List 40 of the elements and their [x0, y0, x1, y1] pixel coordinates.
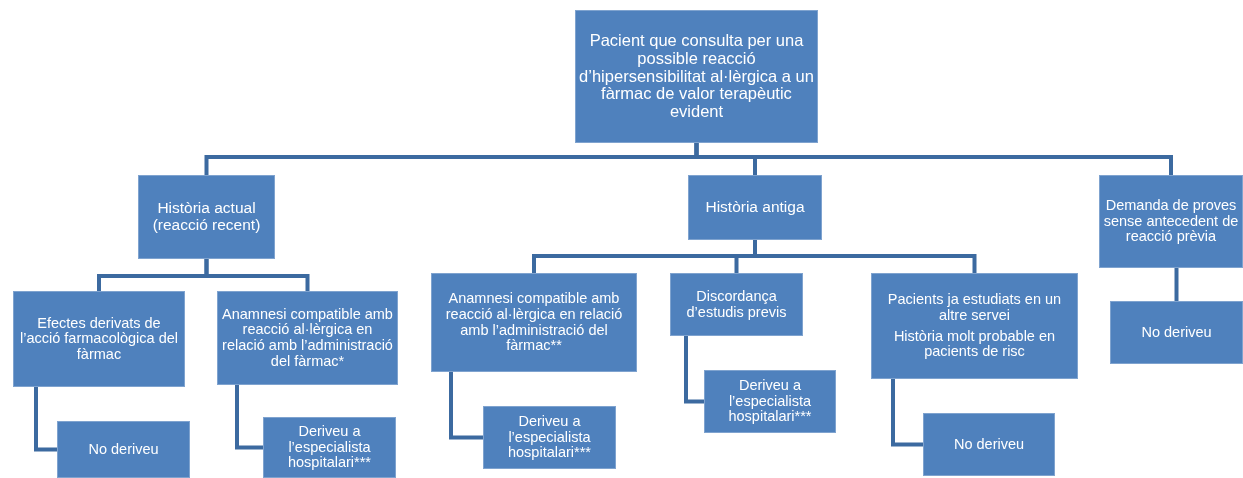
- box-text: Anamnesi compatible amb reacció al·lèrgica en relació amb l’administració del fàrmac*: [221, 306, 394, 370]
- box-text: Història actual (reacció recent): [151, 200, 262, 234]
- box-text: Història molt probable en pacients de risc: [892, 328, 1057, 360]
- connector-line: [235, 385, 263, 450]
- box-text: No deriveu: [1141, 324, 1212, 341]
- process-box: [1110, 301, 1243, 364]
- box-text: No deriveu: [88, 441, 159, 458]
- process-box: [575, 10, 818, 143]
- connector-line: [891, 379, 923, 447]
- connector-line: [1174, 268, 1179, 301]
- connector-line: [684, 336, 704, 404]
- box-text: Pacients ja estudiats en un altre servei: [886, 292, 1063, 324]
- process-box: [57, 421, 190, 478]
- connector-line: [204, 259, 310, 291]
- connector-line: [694, 143, 1173, 175]
- process-box: [431, 273, 637, 372]
- process-box: [688, 175, 822, 240]
- process-box: [704, 370, 836, 433]
- box-text: Deriveu a l’especialista hospitalari***: [287, 424, 372, 471]
- process-box: [871, 273, 1078, 379]
- box-text: Deriveu a l’especialista hospitalari***: [727, 378, 813, 425]
- process-box: [1099, 175, 1243, 268]
- box-text: Discordança d’estudis previs: [685, 288, 788, 321]
- connector-line: [753, 240, 977, 273]
- connector-line: [34, 387, 57, 452]
- box-text: Història antiga: [705, 199, 805, 216]
- process-box: [138, 175, 275, 259]
- process-box: [217, 291, 398, 385]
- process-box: [263, 417, 396, 478]
- box-text: Pacient que consulta per una possible reacció d’hipersensibilitat al·lèrgica a un fàrmac de valor terapèutic evident: [578, 31, 815, 122]
- process-box: [13, 291, 185, 387]
- process-box: [483, 406, 616, 469]
- process-box: [923, 413, 1055, 476]
- box-text: Anamnesi compatible amb reacció al·lèrgica en relació amb l’administració del fàrmac**: [444, 291, 624, 354]
- box-text: Deriveu a l’especialista hospitalari***: [507, 414, 592, 461]
- connector-line: [449, 372, 483, 440]
- box-text: Demanda de proves sense antecedent de reacció prèvia: [1102, 198, 1240, 245]
- process-box: [670, 273, 803, 336]
- box-text: Efectes derivats de l’acció farmacològica del fàrmac: [19, 315, 179, 363]
- box-text: No deriveu: [953, 436, 1025, 453]
